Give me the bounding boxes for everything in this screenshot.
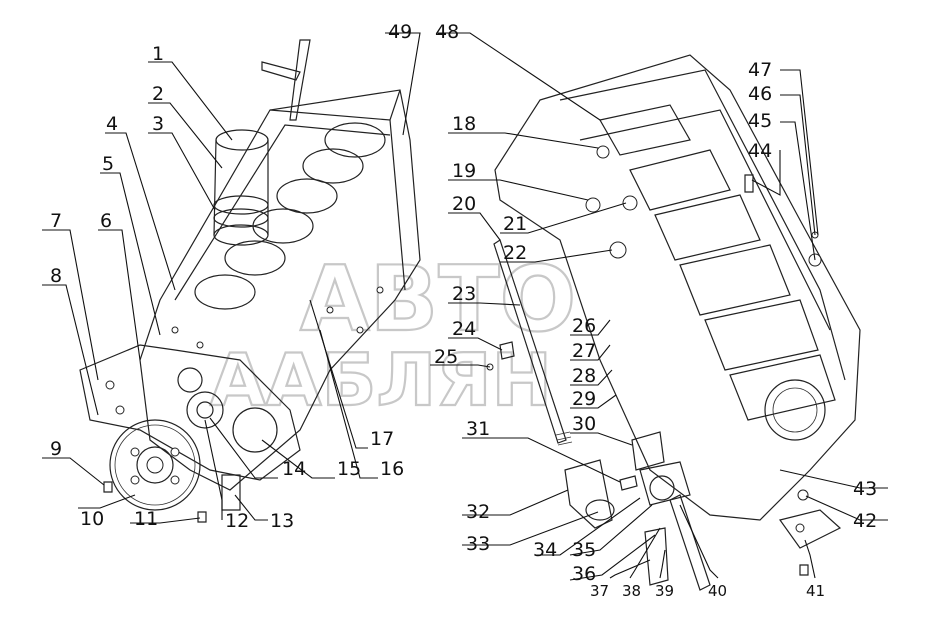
callout-20: 20 <box>452 193 476 215</box>
leader-lines <box>42 32 888 581</box>
callout-9: 9 <box>50 438 62 460</box>
callout-42: 42 <box>853 510 877 532</box>
callout-13: 13 <box>270 510 294 532</box>
right-cylinder-block <box>486 54 861 591</box>
callout-49: 49 <box>388 21 412 43</box>
callout-27: 27 <box>572 340 596 362</box>
watermark-line2: ААБЛЯН <box>210 338 552 422</box>
callout-34: 34 <box>533 539 557 561</box>
callout-44: 44 <box>748 140 772 162</box>
callout-16: 16 <box>380 458 404 480</box>
callout-15: 15 <box>337 458 361 480</box>
callout-19: 19 <box>452 160 476 182</box>
callout-21: 21 <box>503 213 527 235</box>
callout-25: 25 <box>434 346 458 368</box>
callout-45: 45 <box>748 110 772 132</box>
callout-30: 30 <box>572 413 596 435</box>
left-cylinder-block <box>79 39 421 523</box>
callout-2: 2 <box>152 83 164 105</box>
callout-39: 39 <box>655 582 674 600</box>
callout-22: 22 <box>503 242 527 264</box>
callout-28: 28 <box>572 365 596 387</box>
callout-37: 37 <box>590 582 609 600</box>
callout-47: 47 <box>748 59 772 81</box>
callout-41: 41 <box>806 582 825 600</box>
callout-26: 26 <box>572 315 596 337</box>
callout-40: 40 <box>708 582 727 600</box>
callout-14: 14 <box>282 458 306 480</box>
callout-17: 17 <box>370 428 394 450</box>
callout-4: 4 <box>106 113 118 135</box>
callout-23: 23 <box>452 283 476 305</box>
callout-7: 7 <box>50 210 62 232</box>
callout-3: 3 <box>152 113 164 135</box>
callout-10: 10 <box>80 508 104 530</box>
callout-48: 48 <box>435 21 459 43</box>
callout-5: 5 <box>102 153 114 175</box>
callout-11: 11 <box>134 508 158 530</box>
watermark-line1: АВТО <box>300 247 576 352</box>
callout-46: 46 <box>748 83 772 105</box>
callout-32: 32 <box>466 501 490 523</box>
callout-38: 38 <box>622 582 641 600</box>
callout-33: 33 <box>466 533 490 555</box>
callout-24: 24 <box>452 318 476 340</box>
callout-36: 36 <box>572 563 596 585</box>
callout-6: 6 <box>100 210 112 232</box>
callout-18: 18 <box>452 113 476 135</box>
callout-12: 12 <box>225 510 249 532</box>
callout-31: 31 <box>466 418 490 440</box>
callout-43: 43 <box>853 478 877 500</box>
callout-labels: 1 2 3 4 5 6 7 8 9 10 11 12 13 14 15 16 1… <box>50 21 877 600</box>
callout-1: 1 <box>152 43 164 65</box>
callout-35: 35 <box>572 539 596 561</box>
callout-29: 29 <box>572 388 596 410</box>
callout-8: 8 <box>50 265 62 287</box>
watermark: АВТО ААБЛЯН <box>209 246 577 423</box>
